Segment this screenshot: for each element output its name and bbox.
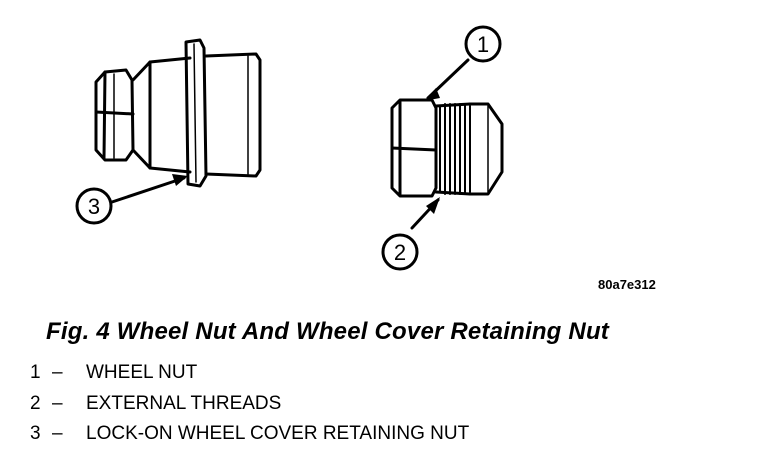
lock-on-retaining-nut-drawing bbox=[94, 38, 262, 188]
leader-line-3 bbox=[110, 176, 186, 204]
legend-number: 1 bbox=[30, 362, 41, 383]
arrowhead-1 bbox=[424, 88, 440, 101]
legend-dash: – bbox=[52, 362, 63, 383]
legend-dash: – bbox=[52, 393, 63, 414]
callout-circle-1 bbox=[464, 25, 502, 63]
legend-number: 2 bbox=[30, 393, 41, 414]
legend-number: 3 bbox=[30, 423, 41, 444]
arrowhead-2 bbox=[426, 197, 440, 214]
legend-text: EXTERNAL THREADS bbox=[86, 393, 282, 414]
legend-item: 1– WHEEL NUT bbox=[30, 362, 197, 384]
legend-dash: – bbox=[52, 423, 63, 444]
callout-number-3: 3 bbox=[88, 194, 100, 219]
callout-number-2: 2 bbox=[394, 240, 406, 265]
callout-circle-3 bbox=[75, 187, 113, 225]
legend-item: 2– EXTERNAL THREADS bbox=[30, 393, 281, 415]
arrowhead-3 bbox=[172, 174, 188, 186]
callout-number-1: 1 bbox=[477, 32, 489, 57]
figure-caption: Fig. 4 Wheel Nut And Wheel Cover Retaini… bbox=[46, 318, 609, 345]
legend-text: LOCK-ON WHEEL COVER RETAINING NUT bbox=[86, 423, 470, 444]
legend-item: 3– LOCK-ON WHEEL COVER RETAINING NUT bbox=[30, 423, 469, 445]
figure-code: 80a7e312 bbox=[598, 277, 656, 292]
callout-circle-2 bbox=[381, 233, 419, 271]
legend-text: WHEEL NUT bbox=[86, 362, 198, 383]
diagram: 1 2 3 bbox=[75, 25, 504, 271]
wheel-nut-drawing bbox=[390, 98, 504, 198]
